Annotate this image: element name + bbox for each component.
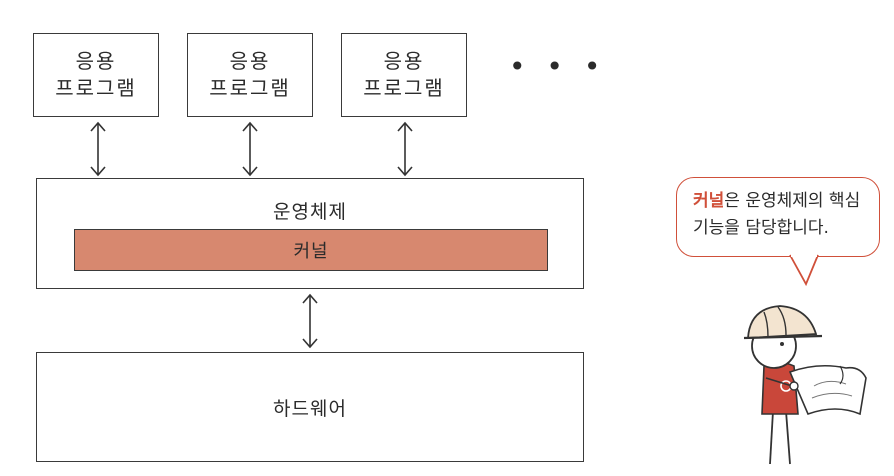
double-arrow-icon xyxy=(242,121,258,177)
more-applications-ellipsis: • • • xyxy=(509,50,607,83)
double-arrow-icon xyxy=(90,121,106,177)
speech-bubble-line2: 기능을 담당합니다. xyxy=(693,218,829,238)
hardware-box: 하드웨어 xyxy=(36,352,584,462)
application-label-line2: 프로그램 xyxy=(363,76,445,100)
application-box-2: 응용 프로그램 xyxy=(187,33,313,117)
application-label-line2: 프로그램 xyxy=(55,76,137,100)
application-label-line1: 응용 xyxy=(383,49,425,73)
application-label-line2: 프로그램 xyxy=(209,76,291,100)
kernel-label: 커널 xyxy=(293,241,329,262)
application-label-line1: 응용 xyxy=(75,49,117,73)
operating-system-box: 운영체제 커널 xyxy=(36,178,584,289)
hardware-label: 하드웨어 xyxy=(273,397,347,420)
kernel-bar: 커널 xyxy=(74,229,548,271)
speech-bubble: 커널은 운영체제의 핵심 기능을 담당합니다. xyxy=(676,177,880,257)
speech-bubble-line1: 커널은 운영체제의 핵심 xyxy=(693,188,867,215)
speech-bubble-accent: 커널 xyxy=(693,191,725,211)
application-box-1: 응용 프로그램 xyxy=(33,33,159,117)
double-arrow-icon xyxy=(397,121,413,177)
operating-system-label: 운영체제 xyxy=(273,201,347,223)
engineer-character-icon xyxy=(743,305,867,465)
double-arrow-icon xyxy=(302,293,318,349)
speech-bubble-line1-text: 은 운영체제의 핵심 xyxy=(724,191,861,211)
application-label-line1: 응용 xyxy=(229,49,271,73)
application-box-3: 응용 프로그램 xyxy=(341,33,467,117)
speech-bubble-tail-icon xyxy=(789,254,819,287)
